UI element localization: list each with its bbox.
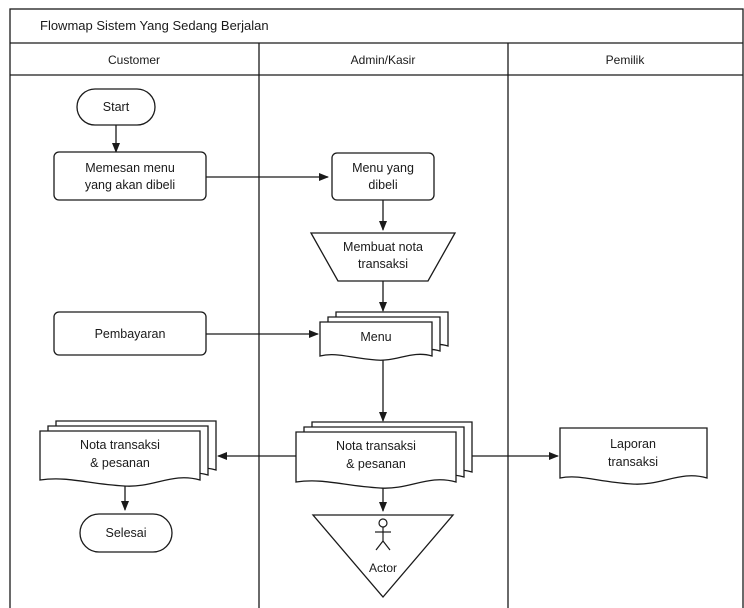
nota-admin-front-page: [295, 431, 457, 489]
menu-doc-label: Menu: [360, 330, 391, 344]
actor-triangle-shape: [311, 514, 455, 599]
nota-customer-front-page: [39, 430, 201, 487]
laporan-shape: [559, 427, 708, 485]
membuat-nota-label-2: transaksi: [358, 257, 408, 271]
nota-customer-label-1: Nota transaksi: [80, 438, 160, 452]
selesai-shape: [79, 513, 173, 553]
nota-admin-multidoc: Nota transaksi & pesanan: [295, 421, 473, 489]
swimlane-frame: [9, 8, 744, 608]
nota-admin-label-1: Nota transaksi: [336, 439, 416, 453]
actor-label: Actor: [369, 561, 397, 575]
memesan-shape: [53, 151, 207, 201]
lane-admin-label: Admin/Kasir: [351, 53, 416, 67]
diagram-title: Flowmap Sistem Yang Sedang Berjalan: [40, 18, 269, 33]
actor-figure-icon: [375, 518, 391, 551]
start-label: Start: [103, 100, 130, 114]
pembayaran-shape: [53, 311, 207, 356]
nota-customer-multidoc: Nota transaksi & pesanan: [39, 420, 217, 487]
lane-pemilik-label: Pemilik: [606, 53, 646, 67]
memesan-process: Memesan menu yang akan dibeli: [53, 151, 207, 201]
nota-admin-label-2: & pesanan: [346, 457, 406, 471]
laporan-label-2: transaksi: [608, 455, 658, 469]
pembayaran-label: Pembayaran: [95, 327, 166, 341]
menu-multidoc: Menu: [319, 311, 449, 361]
pool-border: [9, 8, 744, 608]
menu-dibeli-label-2: dibeli: [368, 178, 397, 192]
menu-dibeli-shape: [331, 152, 435, 201]
nota-customer-label-2: & pesanan: [90, 456, 150, 470]
laporan-label-1: Laporan: [610, 437, 656, 451]
selesai-terminator: Selesai: [79, 513, 173, 553]
laporan-document: Laporan transaksi: [559, 427, 708, 485]
connectors: [112, 125, 559, 512]
memesan-label-2: yang akan dibeli: [85, 178, 175, 192]
menu-dibeli-label-1: Menu yang: [352, 161, 414, 175]
selesai-label: Selesai: [106, 526, 147, 540]
membuat-nota-manual-operation: Membuat nota transaksi: [309, 232, 457, 282]
start-terminator: Start: [76, 88, 156, 126]
membuat-nota-label-1: Membuat nota: [343, 240, 423, 254]
actor-offpage-connector: Actor: [311, 514, 455, 599]
pembayaran-process: Pembayaran: [53, 311, 207, 356]
lane-customer-label: Customer: [108, 53, 160, 67]
menu-dibeli-process: Menu yang dibeli: [331, 152, 435, 201]
menu-doc-front-page: [319, 321, 433, 361]
memesan-label-1: Memesan menu: [85, 161, 175, 175]
membuat-nota-shape: [309, 232, 457, 282]
start-shape: [76, 88, 156, 126]
